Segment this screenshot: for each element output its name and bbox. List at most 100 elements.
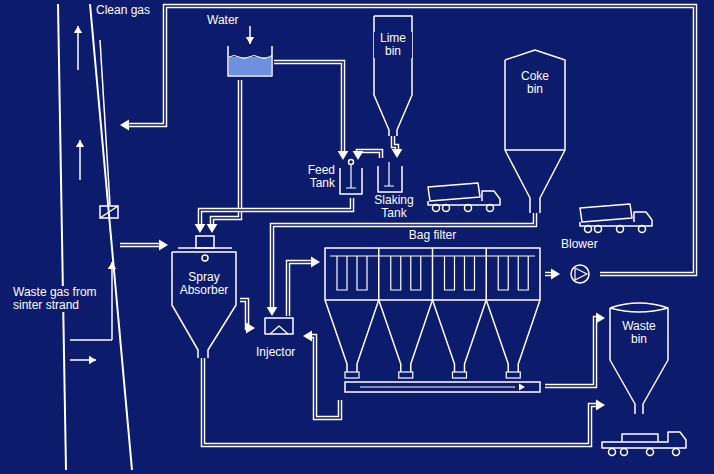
pipe-bore <box>274 62 343 153</box>
outline <box>172 252 236 358</box>
arrow-head <box>392 149 403 158</box>
pipe-connector <box>203 358 605 445</box>
arrow-head <box>89 356 96 364</box>
outline <box>100 40 110 205</box>
pipe-wall <box>120 243 161 248</box>
arrow-head <box>108 262 116 269</box>
outline <box>571 265 589 283</box>
outline <box>498 256 508 290</box>
node-label: Injector <box>255 346 303 359</box>
outline <box>178 247 232 249</box>
slaking-tank: Slaking Tank <box>368 158 420 220</box>
pipe-bore <box>545 318 598 386</box>
outline <box>228 46 272 76</box>
bag-filter-shape <box>320 229 545 400</box>
node-label: Lime bin <box>374 32 412 58</box>
pipe-connector <box>120 240 168 251</box>
arrow-head <box>76 140 84 147</box>
outline <box>374 16 412 136</box>
bag-filter: Bag filter <box>320 229 545 400</box>
node-label: Bag filter <box>320 229 545 242</box>
node-label: Blower <box>560 238 600 251</box>
pipe-wall <box>545 318 598 386</box>
damper <box>100 206 118 218</box>
waste-bin: Waste bin <box>605 300 673 414</box>
tanker-truck <box>580 204 652 233</box>
outline <box>428 191 500 205</box>
pipe-wall <box>272 213 535 309</box>
outline <box>325 300 379 372</box>
outline <box>391 256 401 290</box>
pipe-bore <box>120 244 161 246</box>
pipe-wall <box>310 336 340 418</box>
outline <box>621 449 628 456</box>
outline <box>378 248 380 300</box>
pipe-bore <box>310 336 340 418</box>
valve <box>345 372 359 378</box>
outline <box>585 226 592 233</box>
outline <box>229 56 272 59</box>
stack: Clean gasWaste gas from sinter strand <box>12 4 120 470</box>
lime-bin: Lime bin <box>372 14 414 136</box>
outline <box>518 256 528 290</box>
arrow-head <box>551 269 560 280</box>
arrow-head <box>246 323 255 334</box>
outline <box>100 206 118 218</box>
arrow-head <box>120 120 129 131</box>
outline <box>617 226 624 233</box>
outline <box>610 303 668 414</box>
pipe-connector <box>545 313 605 386</box>
arrow-head <box>207 224 218 233</box>
outline <box>384 162 394 186</box>
node-label: Slaking Tank <box>368 194 420 220</box>
valve <box>506 372 520 378</box>
pipe-bore <box>127 6 695 274</box>
pipe-bore <box>272 213 535 309</box>
outline <box>595 226 602 233</box>
outline <box>445 256 455 290</box>
pipe-bore <box>288 262 313 316</box>
outline <box>265 318 293 334</box>
outline <box>486 248 488 300</box>
outline <box>337 256 347 290</box>
arrow-head <box>74 26 82 33</box>
water <box>229 57 271 75</box>
arrow-head <box>519 383 525 390</box>
outline <box>433 300 487 372</box>
outline <box>432 248 434 300</box>
stack-shape <box>12 4 120 470</box>
conveyor <box>345 382 540 392</box>
arrow-head <box>596 313 605 324</box>
valve <box>399 372 413 378</box>
outline <box>647 449 654 456</box>
arrow-head <box>596 400 605 411</box>
outline <box>465 205 472 212</box>
pipe-wall <box>212 80 240 226</box>
outline <box>111 262 113 340</box>
waste-bin-shape <box>605 300 673 414</box>
outline <box>411 256 421 290</box>
outline <box>443 205 450 212</box>
blower: Blower <box>560 238 600 284</box>
spray-absorber: Spray Absorber <box>168 233 240 358</box>
outline <box>673 449 680 456</box>
outline <box>349 160 354 165</box>
pipe-connector <box>274 62 348 160</box>
outline <box>465 256 475 290</box>
arrow-head <box>338 151 349 160</box>
outline <box>202 255 208 261</box>
outline <box>428 183 480 201</box>
node-label: Coke bin <box>518 70 552 96</box>
coke-bin: Coke bin <box>500 48 570 213</box>
outline <box>58 4 66 470</box>
outline <box>486 300 540 372</box>
tanker-truck <box>428 183 500 212</box>
outline <box>270 326 288 334</box>
injector: Injector <box>255 316 303 362</box>
arrow-head <box>246 37 254 44</box>
pipe-wall <box>200 198 352 226</box>
water-tank: Water <box>200 14 274 80</box>
node-label: Spray Absorber <box>174 271 234 297</box>
pipe-connector <box>240 300 255 333</box>
